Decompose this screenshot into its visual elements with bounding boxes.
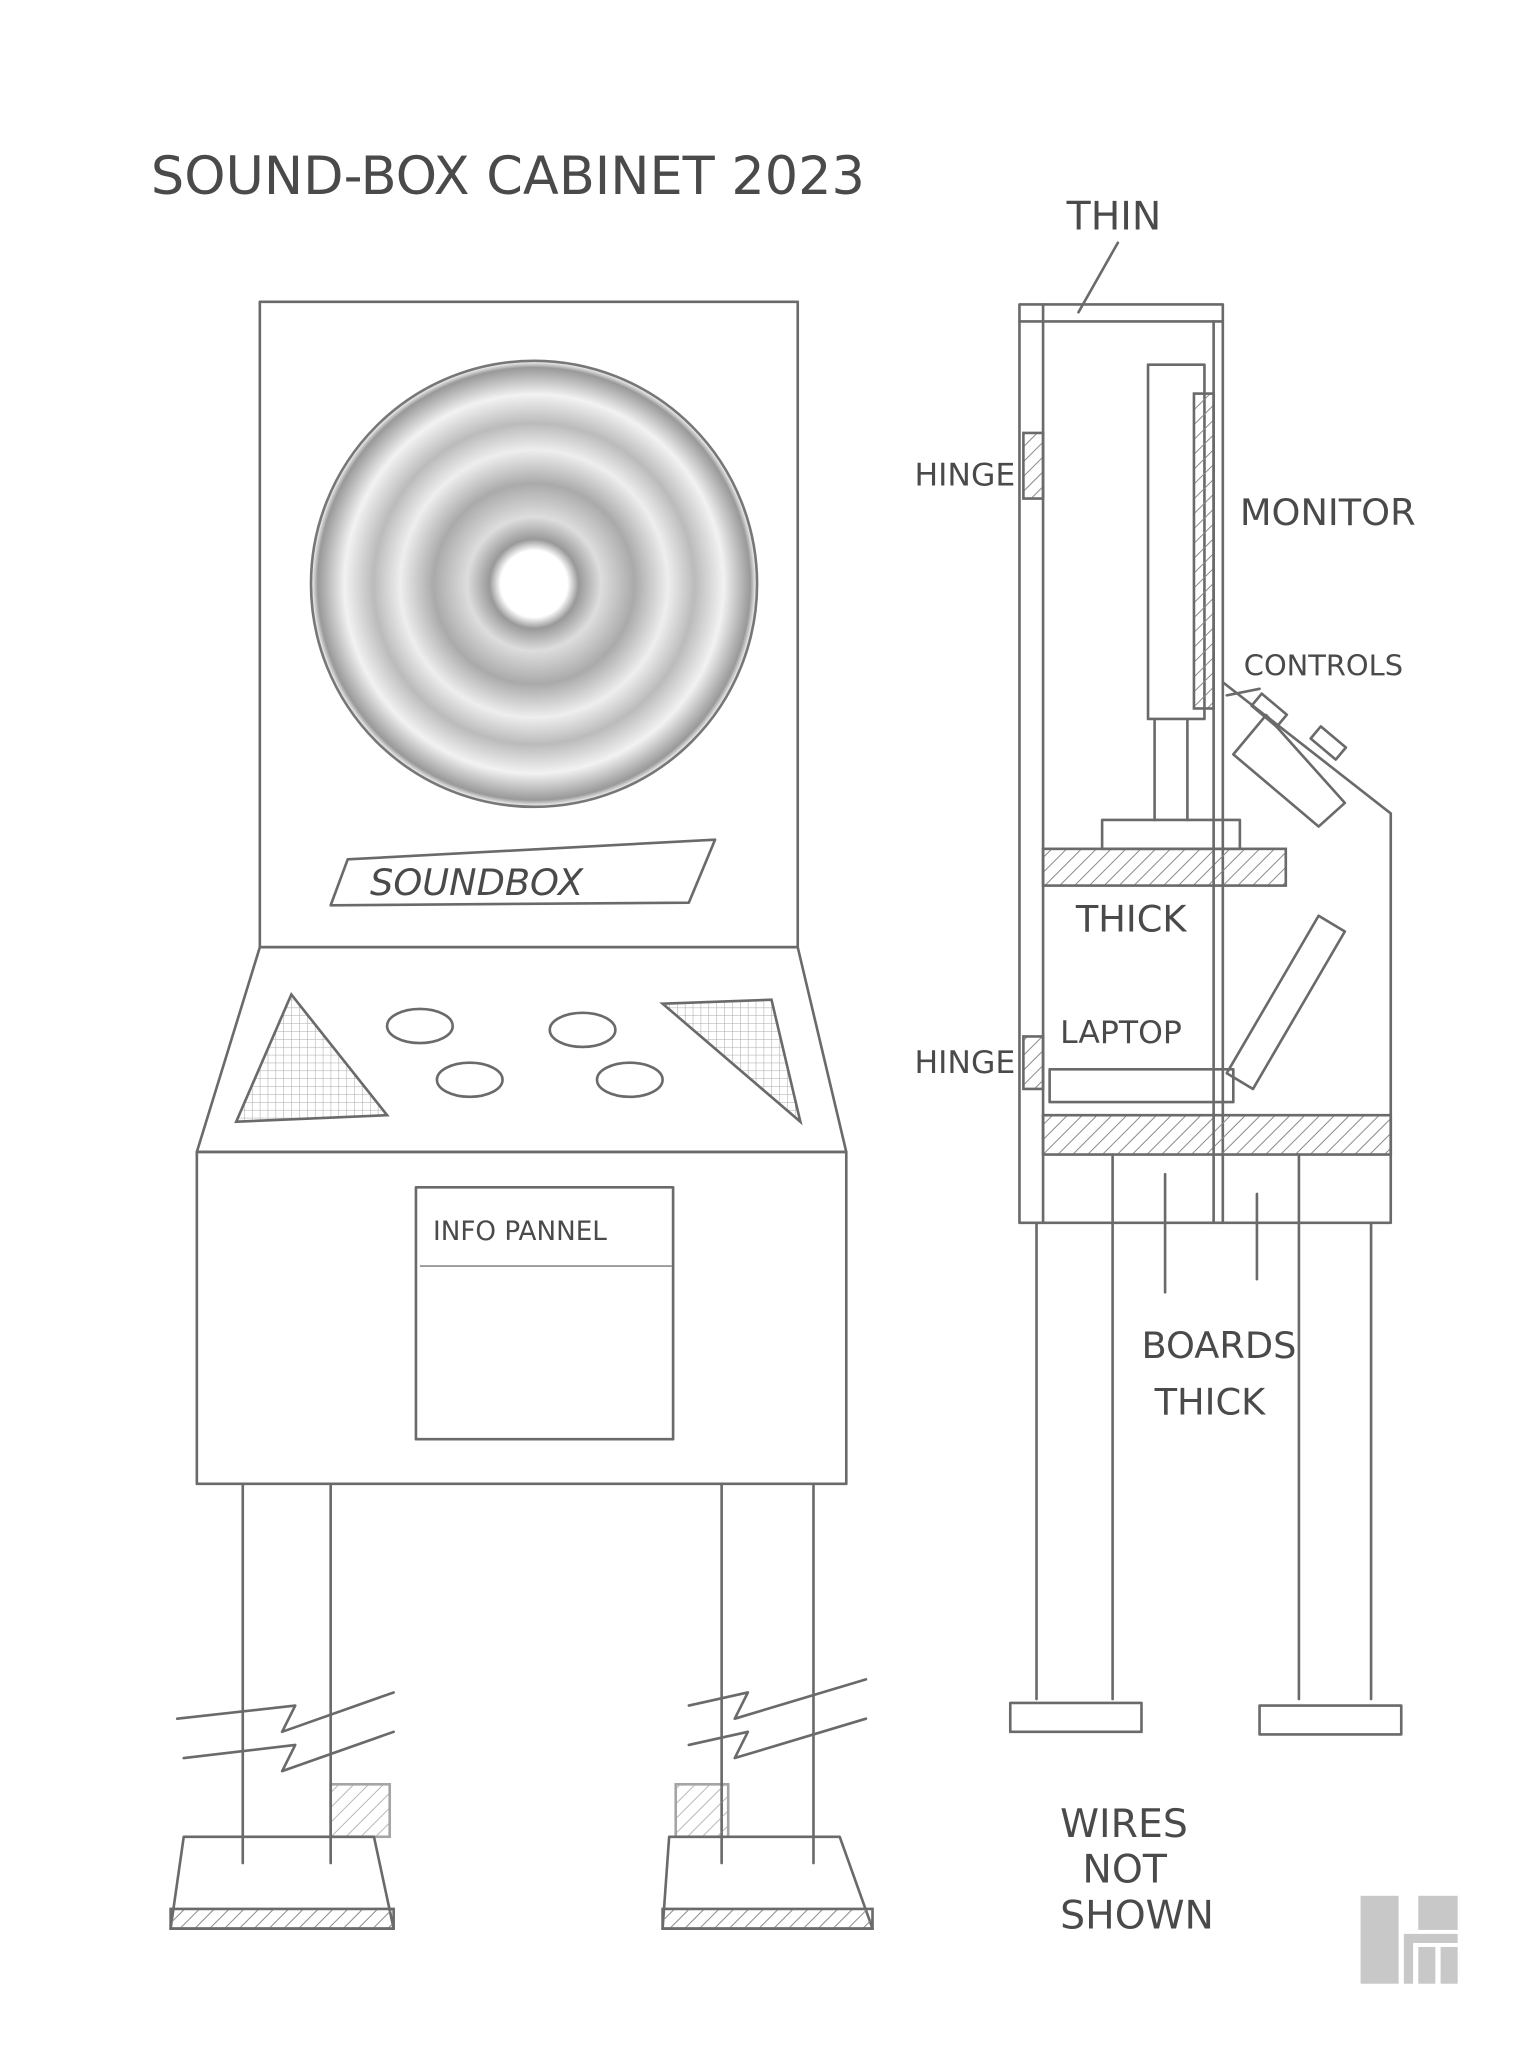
label-laptop: LAPTOP	[1060, 1015, 1182, 1051]
side-legs	[1035, 1153, 1373, 1701]
hinge-bottom	[1022, 1035, 1045, 1091]
label-monitor: MONITOR	[1240, 491, 1416, 534]
side-foot	[1258, 1704, 1403, 1736]
cabinet-base	[195, 1150, 848, 1486]
label-controls: CONTROLS	[1244, 649, 1403, 683]
legs	[241, 1482, 815, 1865]
label-thin: THIN	[1066, 194, 1162, 240]
laptop	[1048, 1067, 1235, 1104]
side-cabinet	[1018, 303, 1225, 1225]
sketch-title: SOUND-BOX CABINET 2023	[151, 146, 865, 207]
controls	[1232, 713, 1347, 828]
laptop-screen	[1225, 914, 1347, 1091]
note-wires: WIRES	[1060, 1801, 1188, 1847]
brand-logo-icon	[1360, 1895, 1458, 1984]
logo-plate	[329, 838, 717, 907]
front-view: SOUNDBOX INFO PANNEL	[169, 300, 874, 1930]
control-button	[385, 1007, 454, 1045]
logo-label: SOUNDBOX	[370, 861, 584, 904]
info-panel	[414, 1186, 675, 1441]
note-shown: SHOWN	[1060, 1893, 1214, 1939]
leg-break	[175, 1691, 395, 1773]
speaker-icon	[309, 359, 759, 809]
leg-break	[687, 1678, 868, 1760]
side-view	[1008, 241, 1403, 1736]
right-triangle-pad	[659, 998, 803, 1126]
control-button	[548, 1011, 617, 1049]
side-lower	[1221, 680, 1393, 1225]
bottom-shelf	[1041, 1113, 1393, 1156]
left-triangle-pad	[234, 991, 390, 1124]
info-panel-label: INFO PANNEL	[433, 1217, 607, 1247]
label-boards-thick: THICK	[1154, 1380, 1267, 1423]
label-hinge-bottom: HINGE	[915, 1045, 1016, 1081]
labels: THIN HINGE MONITOR CONTROLS THICK LAPTOP…	[915, 194, 1416, 1939]
control-button	[595, 1061, 664, 1099]
note-not: NOT	[1082, 1847, 1167, 1893]
control-button	[435, 1061, 504, 1099]
monitor-bracket	[1192, 392, 1215, 710]
label-thick: THICK	[1075, 898, 1188, 941]
monitor-stand	[1100, 818, 1242, 851]
label-boards: BOARDS	[1141, 1324, 1296, 1367]
thick-shelf	[1041, 847, 1288, 887]
hinge-top	[1022, 431, 1045, 500]
label-hinge-top: HINGE	[915, 457, 1016, 493]
side-foot	[1008, 1701, 1143, 1734]
